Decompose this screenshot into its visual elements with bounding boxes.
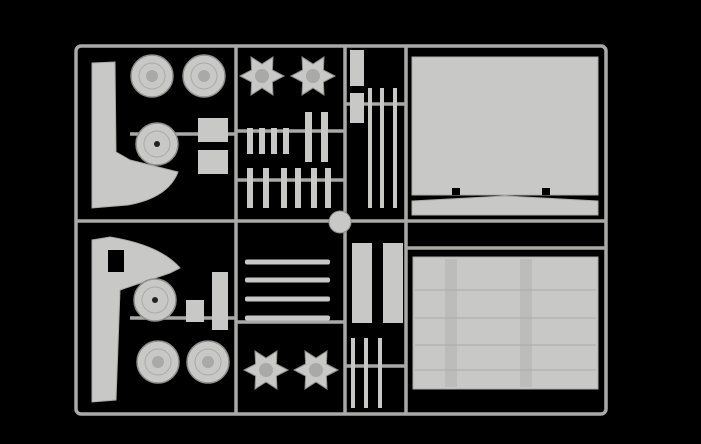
panel-strip — [383, 243, 403, 323]
strut — [295, 168, 301, 208]
engine-hub — [259, 363, 273, 377]
flat-panel-top — [411, 56, 599, 196]
horizontal-cylinder — [245, 315, 330, 321]
wheel-rim — [194, 348, 222, 376]
rod — [368, 88, 372, 208]
wheel-rim — [143, 130, 171, 158]
wheel-rim — [141, 286, 169, 314]
rod — [393, 88, 397, 208]
bracket — [350, 93, 364, 123]
engine-hub — [255, 69, 269, 83]
strut — [263, 168, 269, 208]
rod — [351, 338, 355, 408]
wheel-hub — [154, 141, 160, 147]
panel-strip — [352, 243, 372, 323]
box-part — [198, 118, 228, 142]
outer-runner — [74, 44, 608, 416]
flat-panel-strip — [411, 195, 599, 216]
small-cylinder — [259, 128, 265, 154]
fender-lower — [91, 236, 181, 403]
wheel-rim — [190, 62, 218, 90]
fender-upper — [91, 61, 179, 209]
rotor-hub — [328, 210, 352, 234]
horizontal-cylinder — [245, 277, 330, 283]
panel-rib-vertical — [520, 259, 532, 387]
rod — [364, 338, 368, 408]
horizontal-cylinder — [245, 259, 330, 265]
wheel-rim — [144, 348, 172, 376]
flat-panel-bottom — [412, 256, 599, 390]
strut — [311, 168, 317, 208]
bar-part — [212, 272, 228, 330]
small-cylinder — [283, 128, 289, 154]
panel-rib-vertical — [445, 259, 457, 387]
wheel-hub — [152, 356, 164, 368]
engine-hub — [309, 363, 323, 377]
panel-notch — [452, 188, 460, 195]
horizontal-cylinder — [245, 296, 330, 302]
small-cylinder — [271, 128, 277, 154]
cylinder — [321, 112, 328, 162]
small-cylinder — [247, 128, 253, 154]
fender-cutout — [108, 250, 124, 272]
wheel-hub — [202, 356, 214, 368]
strut — [325, 168, 331, 208]
rod — [380, 88, 384, 208]
strut — [247, 168, 253, 208]
cylinder — [305, 112, 312, 162]
wheel-hub — [146, 70, 158, 82]
engine-hub — [306, 69, 320, 83]
wheel-hub — [152, 297, 158, 303]
box-part — [186, 300, 204, 322]
strut — [281, 168, 287, 208]
wheel-hub — [198, 70, 210, 82]
wheel-rim — [138, 62, 166, 90]
panel-notch — [542, 188, 550, 195]
bracket — [350, 50, 364, 86]
parts — [91, 50, 599, 408]
rod — [378, 338, 382, 408]
box-part — [198, 150, 228, 174]
